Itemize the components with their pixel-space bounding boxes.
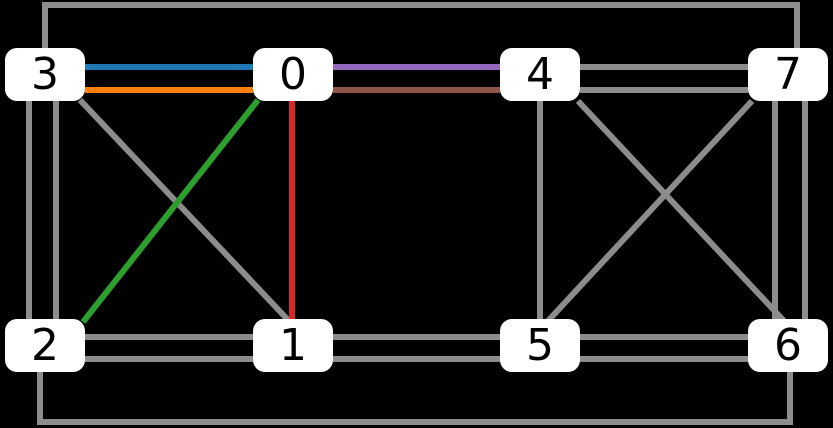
graph-node-7[interactable]: 7: [748, 48, 828, 101]
graph-edge[interactable]: [575, 98, 788, 325]
graph-node-3[interactable]: 3: [5, 48, 85, 101]
graph-node-4[interactable]: 4: [500, 48, 580, 101]
graph-node-5[interactable]: 5: [500, 319, 580, 372]
graph-edge[interactable]: [80, 98, 261, 324]
graph-node-0[interactable]: 0: [253, 48, 333, 101]
graph-node-label: 1: [279, 319, 307, 371]
graph-node-label: 2: [31, 319, 59, 371]
graph-node-label: 6: [774, 319, 802, 371]
graph-edge[interactable]: [42, 2, 800, 48]
graph-node-label: 5: [526, 319, 554, 371]
graph-node-6[interactable]: 6: [748, 319, 828, 372]
graph-node-2[interactable]: 2: [5, 319, 85, 372]
graph-node-1[interactable]: 1: [253, 319, 333, 372]
graph-node-label: 3: [31, 48, 59, 100]
graph-node-label: 7: [774, 48, 802, 100]
graph-node-label: 4: [526, 48, 554, 100]
graph-edge[interactable]: [544, 98, 755, 325]
graph-edge[interactable]: [37, 372, 793, 425]
graph-node-label: 0: [279, 48, 307, 100]
graph-edge[interactable]: [77, 97, 293, 325]
